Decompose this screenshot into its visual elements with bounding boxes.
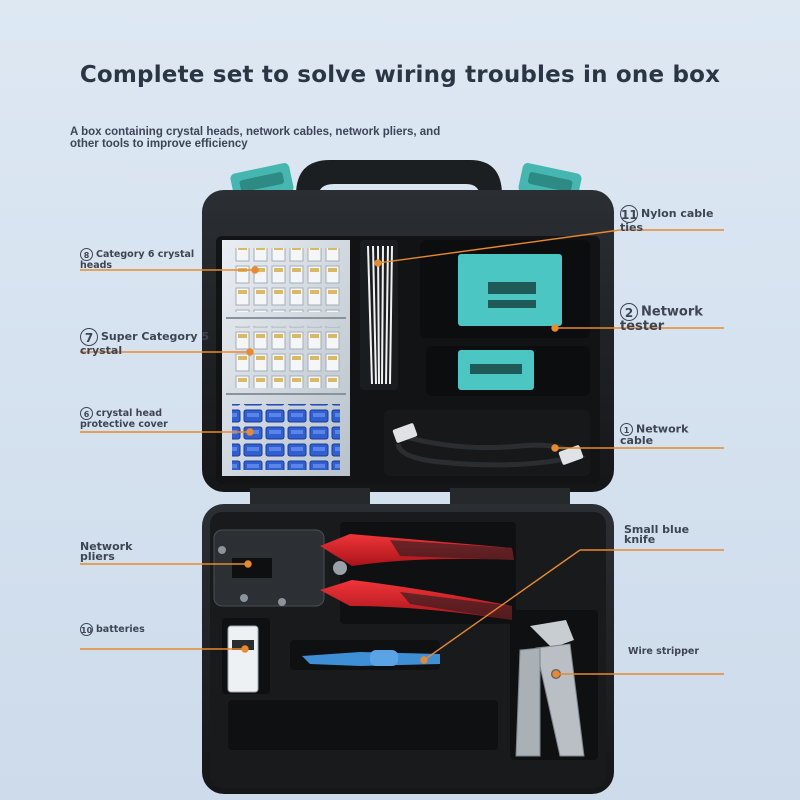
case-handle — [296, 160, 502, 215]
crystal-heads-box — [222, 240, 350, 476]
batteries — [227, 625, 259, 693]
label-wire-stripper: Wire stripper — [628, 646, 700, 657]
network-tester — [420, 240, 590, 396]
network-pliers — [213, 529, 514, 620]
page-subtitle: A box containing crystal heads, network … — [70, 126, 441, 150]
label-blue-knife: Small blue knife — [624, 523, 690, 546]
cable-ties — [360, 240, 398, 390]
network-cable — [384, 410, 590, 476]
page-title: Complete set to solve wiring troubles in… — [79, 62, 721, 88]
small-blue-knife — [302, 650, 440, 666]
case-hinge — [250, 488, 570, 506]
callout-lines — [80, 229, 724, 678]
label-network-pliers: Network pliers — [80, 540, 133, 563]
